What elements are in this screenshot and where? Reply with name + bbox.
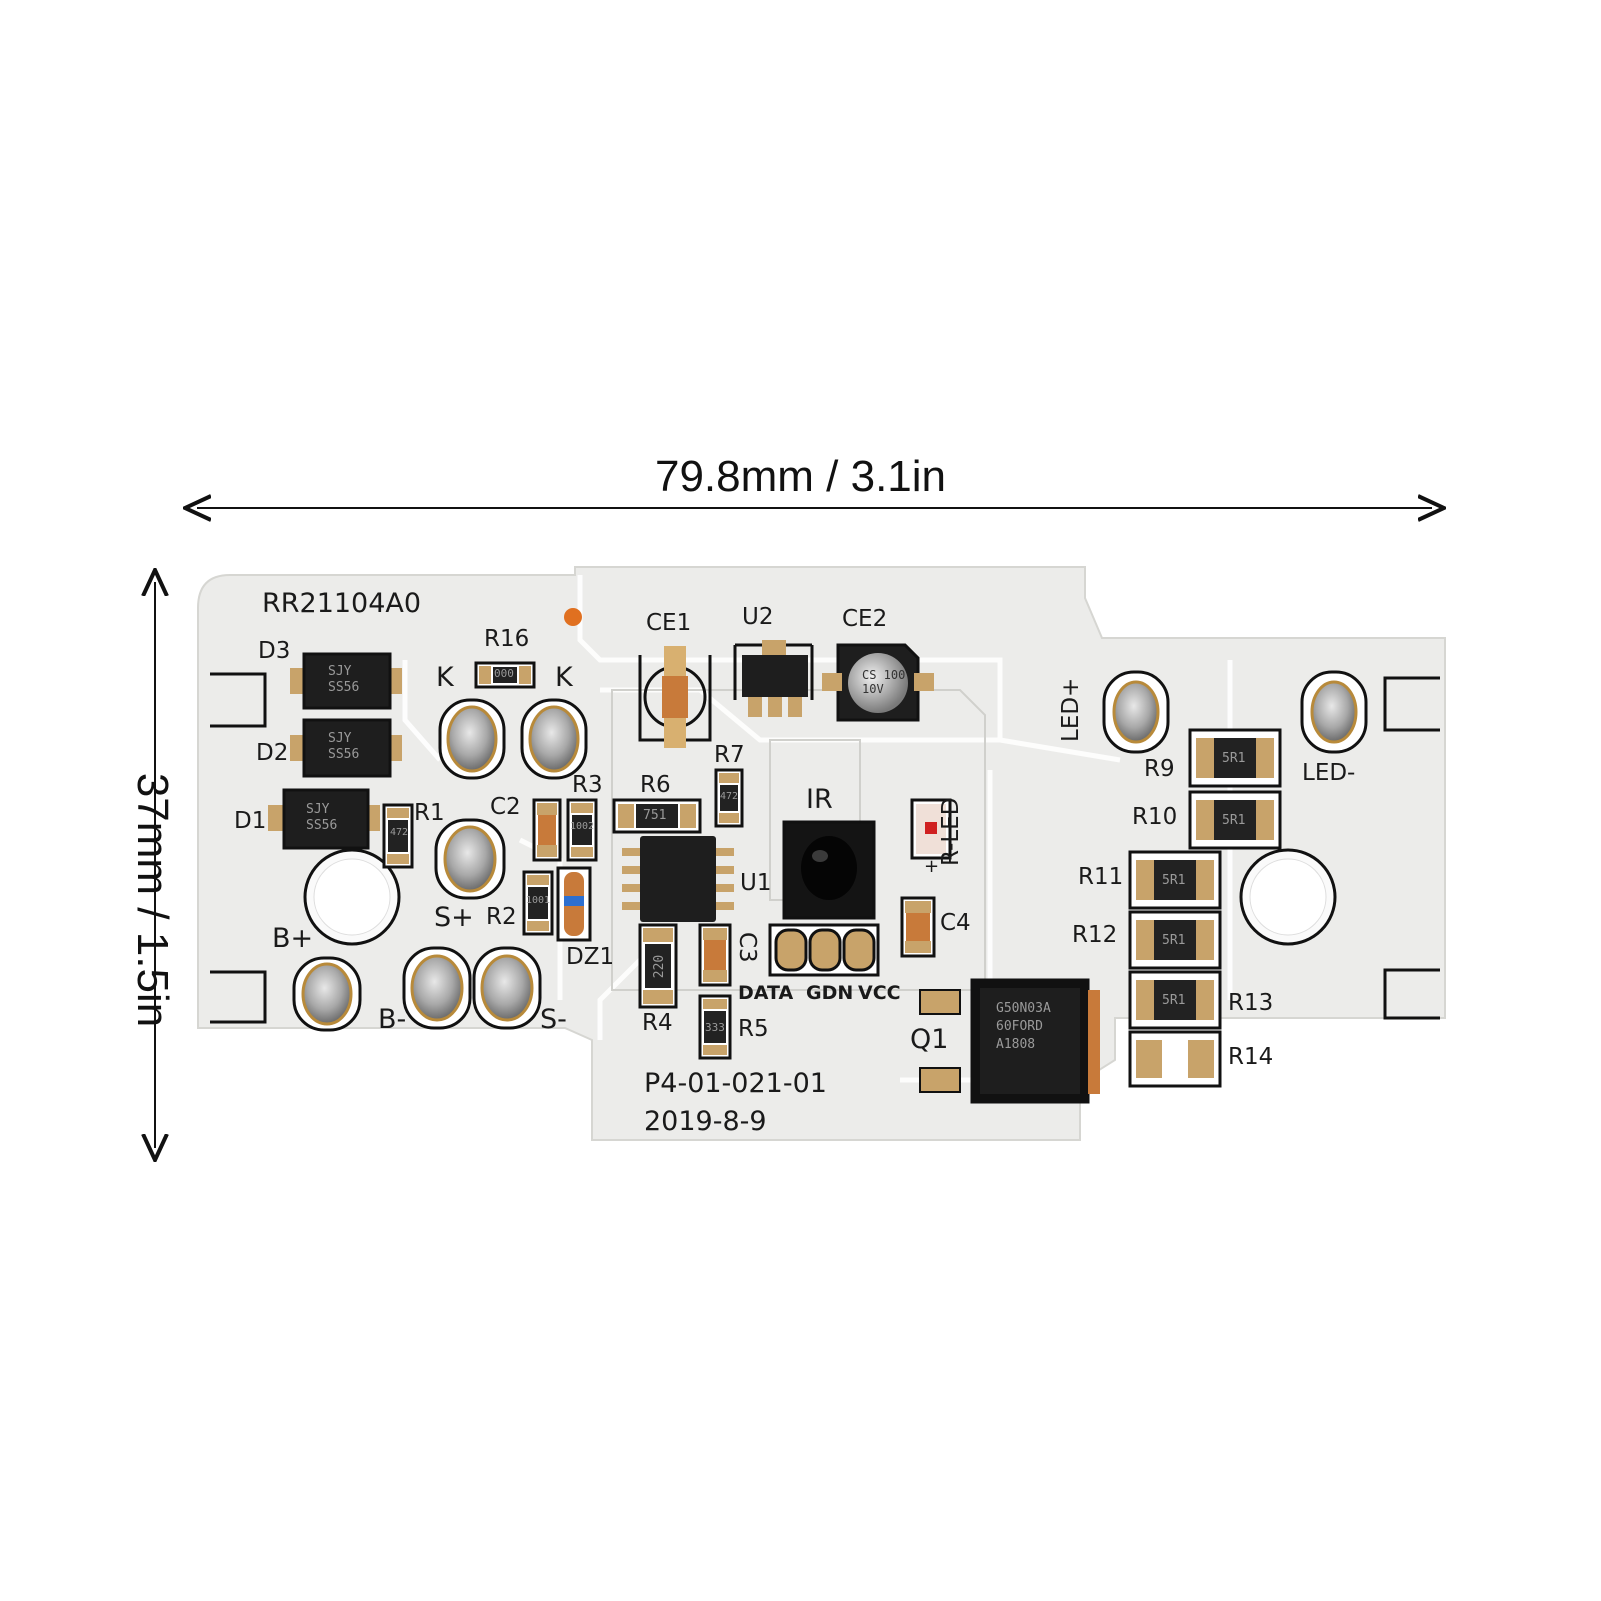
mark-r5: 333 [705,1021,725,1034]
label-ce1: CE1 [646,610,692,636]
resistor-r12 [1128,910,1222,970]
label-r10: R10 [1132,804,1178,830]
label-b-minus: B- [378,1004,407,1035]
resistor-r6 [612,798,702,834]
label-r11: R11 [1078,864,1124,890]
ir-connector-pads [768,923,880,977]
label-b-plus: B+ [272,923,314,954]
label-r3: R3 [572,772,603,798]
label-q1: Q1 [910,1024,949,1055]
mark-r6: 751 [643,808,667,823]
label-vcc: VCC [858,982,901,1004]
label-r5: R5 [738,1016,769,1042]
label-s-plus: S+ [434,902,474,933]
mark-r7: 472 [720,791,739,802]
ic-u1 [622,836,734,922]
mark-r9: 5R1 [1222,751,1246,766]
label-led-minus: LED- [1302,760,1356,786]
label-u2: U2 [742,604,774,630]
mark-r12: 5R1 [1162,933,1186,948]
capacitor-c3 [698,923,732,987]
label-s-minus: S- [540,1004,567,1035]
resistor-r5 [698,994,732,1060]
diode-d1 [268,788,380,850]
resistor-r14 [1128,1030,1222,1088]
label-ce2: CE2 [842,606,888,632]
mark-r11: 5R1 [1162,873,1186,888]
mark-r1: 472 [390,827,409,838]
resistor-r2 [522,870,554,936]
label-c3: C3 [734,932,760,963]
label-r9: R9 [1144,756,1175,782]
corner-brackets [210,672,1440,1024]
resistor-r9 [1188,728,1282,788]
capacitor-ce1 [638,646,712,748]
label-r2: R2 [486,904,517,930]
resistor-r3 [566,798,598,862]
resistor-r10 [1188,790,1282,850]
solder-pads [292,670,1368,1032]
label-r14: R14 [1228,1044,1274,1070]
resistor-r16 [474,661,536,689]
label-r1: R1 [414,800,445,826]
resistor-r1 [382,803,414,869]
label-r12: R12 [1072,922,1118,948]
mark-r13: 5R1 [1162,993,1186,1008]
mark-r3: 1002 [570,821,595,832]
label-gdn: GDN [806,982,854,1004]
resistor-r7 [714,768,744,828]
capacitor-c2 [532,798,562,862]
board-model-number: P4-01-021-01 [644,1068,827,1099]
ir-receiver [782,820,876,920]
mark-d2: SJY SS56 [328,731,360,762]
label-d3: D3 [258,638,291,664]
diode-d3 [290,652,402,710]
mark-q1: G50N03A 60FORD A1808 [996,1001,1051,1052]
board-part-code: RR21104A0 [262,588,422,619]
mark-d1: SJY SS56 [306,802,338,833]
capacitor-c4 [900,896,936,958]
label-plus: + [924,856,940,877]
resistor-r13 [1128,970,1222,1030]
mark-r2: 1001 [526,895,551,906]
diode-d2 [290,718,402,778]
mark-r16: 000 [494,667,514,680]
label-k-right: K [555,662,573,693]
mosfet-q1 [919,978,1100,1104]
label-c4: C4 [940,910,971,936]
label-r7: R7 [714,742,745,768]
label-d1: D1 [234,808,267,834]
mounting-holes [303,848,1337,946]
label-r4: R4 [642,1010,673,1036]
label-u1: U1 [740,870,772,896]
label-dz1: DZ1 [566,944,615,970]
mark-r4: 220 [652,954,668,979]
regulator-u2 [733,640,814,717]
label-k-left: K [436,662,454,693]
capacitor-ce2 [822,643,934,722]
board-date-code: 2019-8-9 [644,1106,767,1137]
label-r16: R16 [484,626,530,652]
label-led-plus: LED+ [1058,677,1084,742]
label-d2: D2 [256,740,289,766]
led-r-led [910,798,952,860]
mark-r10: 5R1 [1222,813,1246,828]
fiducial-dot [564,608,582,626]
width-dimension-label: 79.8mm / 3.1in [654,452,947,501]
label-ir: IR [806,784,833,815]
zener-dz1 [556,866,592,942]
resistor-r11 [1128,850,1222,910]
label-c2: C2 [490,794,521,820]
label-data: DATA [738,982,794,1004]
label-r13: R13 [1228,990,1274,1016]
mark-ce2: CS 100 10V [862,668,906,696]
label-r6: R6 [640,772,671,798]
label-r-led: R-LED [938,797,964,866]
mark-d3: SJY SS56 [328,664,360,695]
resistor-r4 [638,923,678,1009]
